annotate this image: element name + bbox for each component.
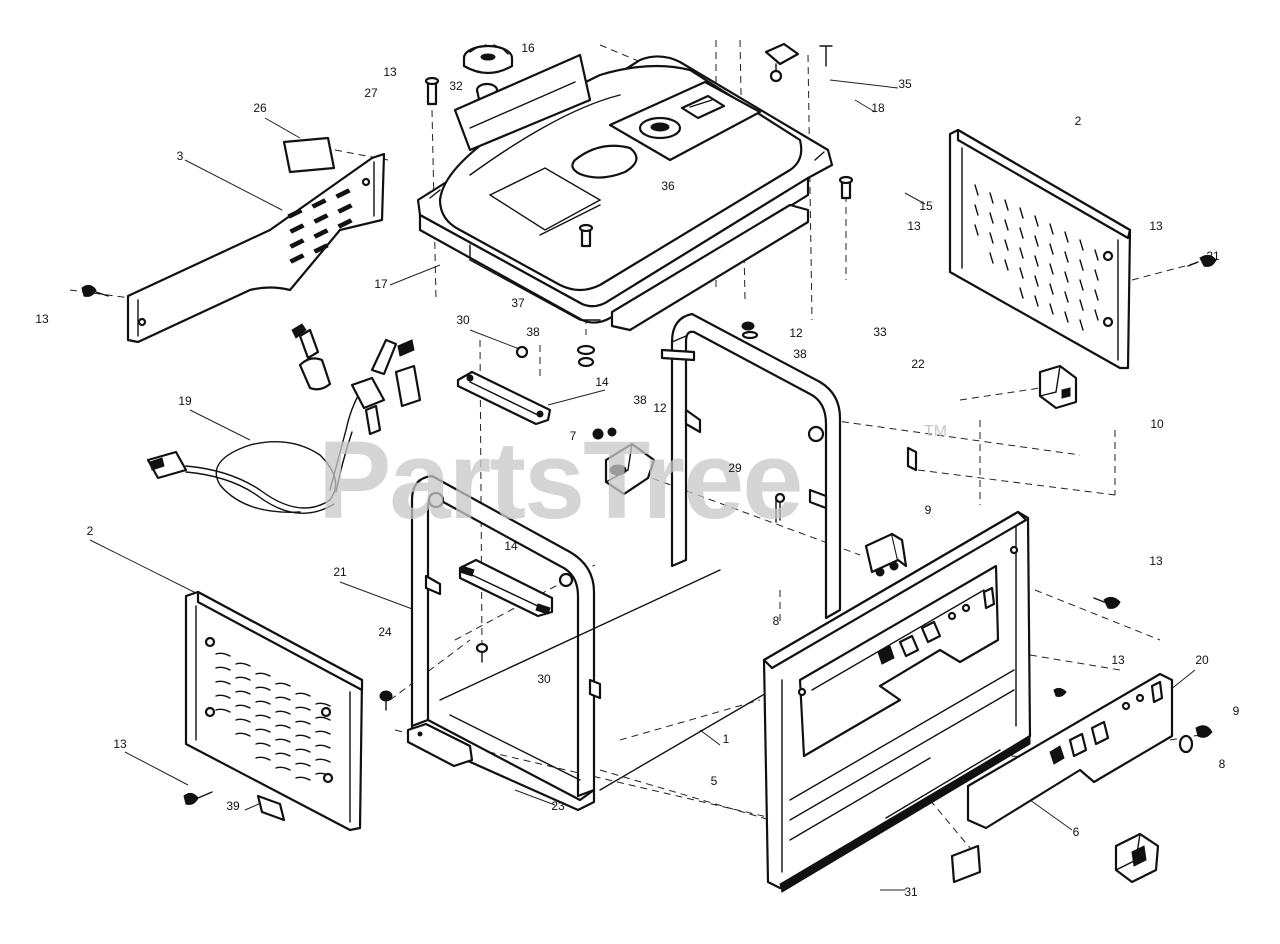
watermark: PartsTree TM (318, 419, 947, 542)
duplex-receptacle (1114, 832, 1160, 884)
callout-c15: 15 (919, 199, 933, 213)
callout-c8b: 8 (1219, 757, 1226, 771)
watermark-text: PartsTree (318, 419, 801, 542)
end-panel-left (183, 590, 364, 832)
callout-c36: 36 (661, 179, 675, 193)
callout-c38c: 38 (633, 393, 647, 407)
callout-c19: 19 (178, 394, 192, 408)
callout-c12b: 12 (653, 401, 667, 415)
fuel-gauge (764, 42, 833, 83)
callout-c1: 1 (723, 732, 730, 746)
mounting-bracket-lower (458, 558, 554, 618)
callout-c29: 29 (728, 461, 742, 475)
outlet-receptacle (1038, 364, 1078, 410)
callout-c7: 7 (570, 429, 577, 443)
control-panel (762, 510, 1032, 893)
callout-c26: 26 (253, 101, 267, 115)
callout-c20: 20 (1195, 653, 1209, 667)
side-panel-right (948, 128, 1217, 370)
callout-c37: 37 (511, 296, 525, 310)
callout-c30b: 30 (537, 672, 551, 686)
callout-c35: 35 (898, 77, 912, 91)
frame-front (406, 474, 841, 812)
callout-c13d: 13 (35, 312, 49, 326)
callout-c21a: 21 (1206, 249, 1220, 263)
callout-c24: 24 (378, 625, 392, 639)
callout-c9b: 9 (1233, 704, 1240, 718)
watermark-trademark: TM (924, 423, 947, 440)
breaker-assembly (592, 427, 656, 496)
callout-c33: 33 (873, 325, 887, 339)
callout-c39: 39 (226, 799, 240, 813)
tank-shield-plate (453, 53, 592, 152)
callout-c38a: 38 (526, 325, 540, 339)
callout-c2b: 2 (87, 524, 94, 538)
callout-c23: 23 (551, 799, 565, 813)
callout-c17: 17 (374, 277, 388, 291)
callout-c5: 5 (711, 774, 718, 788)
callout-c10: 10 (1150, 417, 1164, 431)
callout-c27: 27 (364, 86, 378, 100)
callout-c31: 31 (904, 885, 918, 899)
battery-charge-cable (146, 323, 422, 514)
frame-rear (660, 312, 842, 620)
panel-screws (775, 446, 1213, 754)
panel-faceplate (966, 672, 1174, 830)
callout-c13b: 13 (907, 219, 921, 233)
callout-c13g: 13 (113, 737, 127, 751)
callout-c2a: 2 (1075, 114, 1082, 128)
callout-c16: 16 (521, 41, 535, 55)
callout-c13e: 13 (1149, 554, 1163, 568)
tank-bolts (424, 76, 854, 368)
diode-assembly (864, 532, 908, 577)
callout-c6: 6 (1073, 825, 1080, 839)
callout-c3: 3 (177, 149, 184, 163)
callout-c30a: 30 (456, 313, 470, 327)
fuel-cap (462, 44, 514, 75)
callout-c12a: 12 (789, 326, 803, 340)
callout-c14a: 14 (595, 375, 609, 389)
warning-label (282, 136, 336, 174)
callout-c21b: 21 (333, 565, 347, 579)
callout-c13c: 13 (1149, 219, 1163, 233)
callout-c32: 32 (449, 79, 463, 93)
serial-label (950, 844, 982, 884)
callout-c9a: 9 (925, 503, 932, 517)
callout-c8a: 8 (773, 614, 780, 628)
callout-c13f: 13 (1111, 653, 1125, 667)
side-panel-left (81, 152, 386, 344)
callout-c22: 22 (911, 357, 925, 371)
callout-c13a: 13 (383, 65, 397, 79)
rivets (379, 642, 489, 711)
callout-c14b: 14 (504, 539, 518, 553)
callout-c18: 18 (871, 101, 885, 115)
callout-c38b: 38 (793, 347, 807, 361)
mounting-bracket-upper (456, 370, 552, 426)
